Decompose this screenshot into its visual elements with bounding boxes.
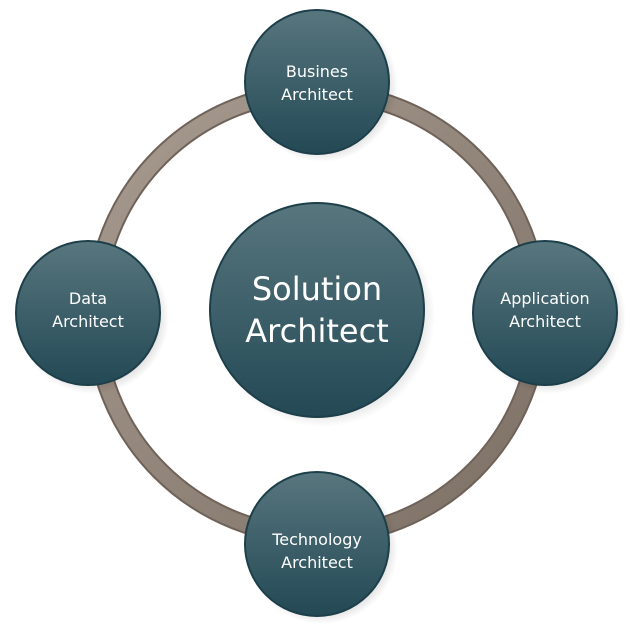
node-busines-label-line1: Busines (286, 62, 348, 81)
node-data-label-line2: Architect (52, 312, 124, 331)
node-technology-architect: Technology Architect (244, 471, 398, 624)
node-technology-label-line2: Architect (281, 553, 353, 572)
center-node-solution-architect: Solution Architect (209, 202, 435, 427)
node-application-label-line2: Architect (509, 312, 581, 331)
node-application-architect: Application Architect (472, 240, 626, 394)
node-busines-architect: Busines Architect (244, 9, 398, 162)
node-data-architect: Data Architect (15, 240, 169, 394)
node-application-label-line1: Application (500, 289, 589, 308)
node-busines-label-line2: Architect (281, 85, 353, 104)
node-data-label-line1: Data (69, 289, 107, 308)
node-technology-label-line1: Technology (271, 530, 362, 549)
center-node-label-line1: Solution (252, 270, 382, 308)
center-node-label-line2: Architect (245, 312, 388, 350)
